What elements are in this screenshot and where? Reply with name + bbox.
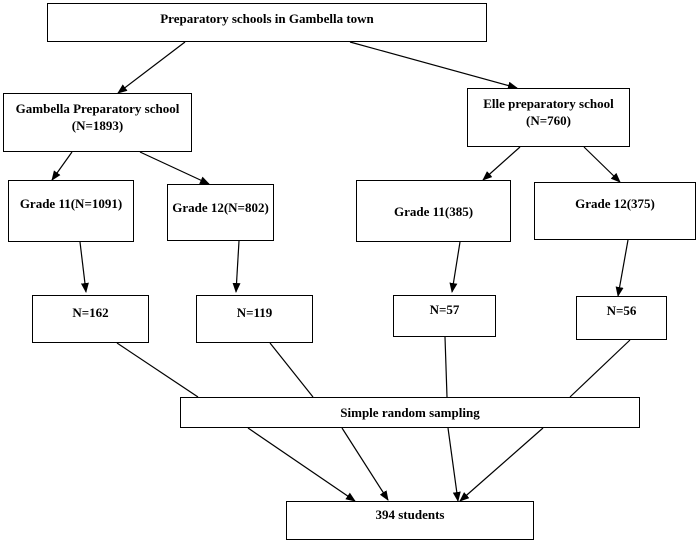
grade12-elle-node: Grade 12(375) xyxy=(534,182,696,240)
arrow-g12-elle-to-n56 xyxy=(615,239,629,297)
grade12-elle-label: Grade 12(375) xyxy=(575,196,655,211)
students-node: 394 students xyxy=(286,501,534,540)
arrow-root-to-gambella xyxy=(117,41,186,94)
n162-label: N=162 xyxy=(72,305,109,320)
grade11-elle-node: Grade 11(385) xyxy=(356,180,511,242)
arrow-elle-to-g12 xyxy=(583,146,621,183)
arrow-g11-gambella-to-n162 xyxy=(79,241,89,293)
gambella-school-name: Gambella Preparatory school xyxy=(15,101,180,116)
line-n57-to-sampling xyxy=(444,336,448,398)
gambella-school-node: Gambella Preparatory school (N=1893) xyxy=(3,93,192,152)
students-label: 394 students xyxy=(375,507,445,522)
n119-node: N=119 xyxy=(196,295,313,343)
n57-node: N=57 xyxy=(393,295,496,337)
root-node: Preparatory schools in Gambella town xyxy=(47,3,487,42)
arrow-sampling-to-students-4 xyxy=(459,427,544,502)
arrow-sampling-to-students-3 xyxy=(447,427,461,502)
grade11-gambella-label: Grade 11(N=1091) xyxy=(19,196,123,211)
gambella-school-count: (N=1893) xyxy=(71,118,124,133)
grade11-gambella-node: Grade 11(N=1091) xyxy=(8,180,134,242)
arrow-gambella-to-g12 xyxy=(139,151,210,185)
grade12-gambella-node: Grade 12(N=802) xyxy=(167,184,274,241)
grade12-gambella-label: Grade 12(N=802) xyxy=(172,200,269,215)
arrow-sampling-to-students-2 xyxy=(341,427,389,501)
arrow-gambella-to-g11 xyxy=(51,151,73,181)
arrow-root-to-elle xyxy=(349,41,518,90)
arrow-sampling-to-students-1 xyxy=(247,427,356,502)
line-n119-to-sampling xyxy=(269,342,314,398)
line-n56-to-sampling xyxy=(569,339,631,398)
n56-label: N=56 xyxy=(606,303,637,318)
n56-node: N=56 xyxy=(576,296,667,340)
arrow-elle-to-g11 xyxy=(482,146,521,181)
n162-node: N=162 xyxy=(32,295,149,343)
elle-school-count: (N=760) xyxy=(526,113,571,128)
simple-random-sampling-label: Simple random sampling xyxy=(340,405,480,420)
n57-label: N=57 xyxy=(429,302,460,317)
grade11-elle-label: Grade 11(385) xyxy=(393,204,474,219)
arrow-g12-gambella-to-n119 xyxy=(232,240,241,293)
elle-school-name: Elle preparatory school xyxy=(483,96,614,111)
arrow-g11-elle-to-n57 xyxy=(449,241,461,293)
elle-school-node: Elle preparatory school (N=760) xyxy=(467,88,630,147)
n119-label: N=119 xyxy=(236,305,273,320)
line-n162-to-sampling xyxy=(116,342,199,398)
root-label: Preparatory schools in Gambella town xyxy=(160,11,374,26)
simple-random-sampling-node: Simple random sampling xyxy=(180,397,640,428)
